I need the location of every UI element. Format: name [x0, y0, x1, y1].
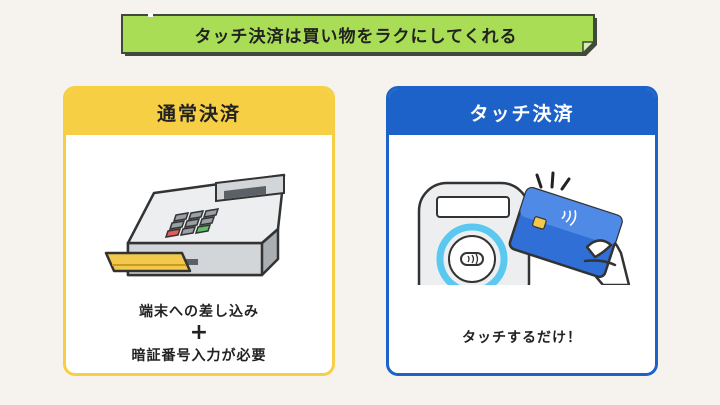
plus-sign: + — [189, 320, 209, 345]
banner-title: タッチ決済は買い物をラクにしてくれる — [194, 26, 518, 47]
contactless-reader-icon — [417, 181, 531, 285]
title-banner: タッチ決済は買い物をラクにしてくれる — [120, 13, 600, 59]
touch-payment-illustration — [417, 171, 631, 285]
touch-payment-heading: タッチ決済 — [389, 89, 655, 135]
touch-payment-panel: タッチ決済 タッチするだけ！ — [386, 86, 658, 376]
card-terminal-illustration — [104, 173, 286, 277]
card-terminal-icon — [104, 173, 286, 277]
banner-shape — [121, 13, 597, 56]
normal-caption-pin: 暗証番号入力が必要 — [131, 348, 267, 364]
hand-holding-card-icon — [508, 186, 631, 285]
tap-motion-lines — [535, 171, 571, 191]
normal-caption-insert: 端末への差し込み — [139, 304, 259, 320]
touch-caption: タッチするだけ！ — [462, 330, 582, 346]
normal-payment-panel: 通常決済 — [63, 86, 335, 376]
normal-payment-heading: 通常決済 — [66, 89, 332, 135]
